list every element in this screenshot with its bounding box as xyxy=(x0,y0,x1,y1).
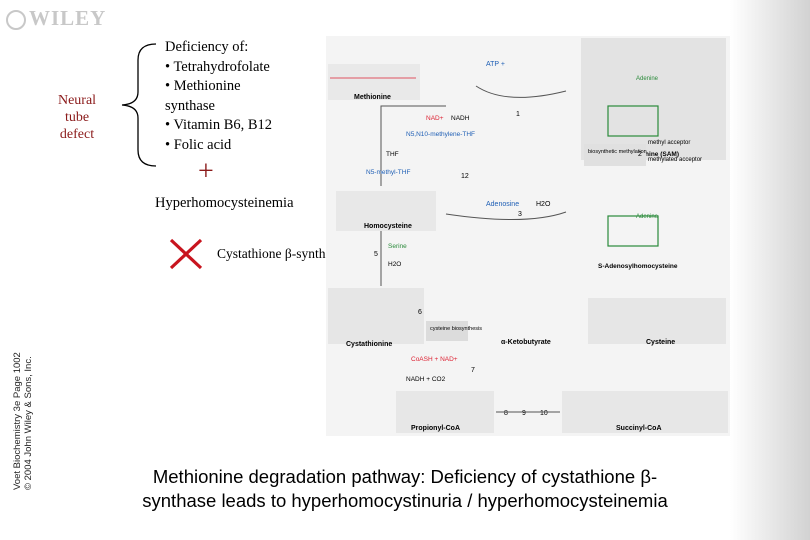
step-12: 12 xyxy=(461,173,469,180)
cysteine-bio-label: cysteine biosynthesis xyxy=(430,326,482,332)
tube-line: tube xyxy=(64,110,90,125)
nadh-label: NADH xyxy=(451,115,470,122)
plus-sign: + xyxy=(198,156,214,187)
pathway-svg: Methionine ATP + 1 Adenine S-Adenosylmet… xyxy=(328,38,728,433)
neural-line: Neural xyxy=(57,93,97,108)
defect-line: defect xyxy=(59,127,95,142)
right-gradient xyxy=(730,0,810,540)
sidebar-line-2: © 2004 John Wiley & Sons, Inc. xyxy=(23,356,34,490)
sah-label: S-Adenosylhomocysteine xyxy=(598,263,678,270)
cysteine-label: Cysteine xyxy=(646,339,675,346)
methylene-thf-label: N5,N10-methylene-THF xyxy=(406,131,475,138)
sidebar-line-1: Voet Biochemistry 3e Page 1002 xyxy=(12,352,23,490)
deficiency-list: Deficiency of: • Tetrahydrofolate • Meth… xyxy=(165,38,325,155)
deficiency-item: • Folic acid xyxy=(165,136,232,153)
water-label: H2O xyxy=(536,201,551,208)
serine-label: Serine xyxy=(388,243,407,250)
h2o-label: H2O xyxy=(388,261,401,268)
caption: Methionine degradation pathway: Deficien… xyxy=(60,465,750,513)
nadh-co2-label: NADH + CO2 xyxy=(406,376,446,383)
ketobutyrate-label: α-Ketobutyrate xyxy=(501,339,551,346)
wiley-logo-icon xyxy=(6,10,26,31)
deficiency-item: • Methionine xyxy=(165,78,241,94)
deficiency-heading: Deficiency of: xyxy=(165,39,249,55)
step-2: 2 xyxy=(638,151,642,158)
step-3: 3 xyxy=(518,211,522,218)
logo-text: WILEY xyxy=(29,6,107,30)
cross-icon xyxy=(169,238,203,270)
caption-line-1: Methionine degradation pathway: Deficien… xyxy=(152,466,658,487)
deficiency-item: synthase xyxy=(165,97,215,114)
step-8: 8 xyxy=(504,410,508,417)
adenine-bottom-label: Adenine xyxy=(636,214,659,220)
deficiency-item: • Vitamin B6, B12 xyxy=(165,117,273,133)
biosynthetic-label: biosynthetic methylation xyxy=(588,149,647,155)
step-10: 10 xyxy=(540,410,548,417)
atp-label: ATP + xyxy=(486,61,505,68)
methyl-acceptor-label: methyl acceptor xyxy=(648,140,690,146)
homocysteine-label: Homocysteine xyxy=(364,223,412,230)
coash-label: CoASH + NAD+ xyxy=(411,356,458,363)
pathway-diagram: Methionine ATP + 1 Adenine S-Adenosylmet… xyxy=(326,36,730,436)
curly-brace xyxy=(121,43,157,167)
caption-line-2: synthase leads to hyperhomocystinuria / … xyxy=(142,490,668,511)
adenine-top-label: Adenine xyxy=(636,76,659,82)
methyl-thf-label: N5-methyl-THF xyxy=(366,169,410,176)
adenosine-label: Adenosine xyxy=(486,201,519,208)
step-1: 1 xyxy=(516,111,520,118)
nad-label: NAD+ xyxy=(426,115,444,122)
methylated-acceptor-label: methylated acceptor xyxy=(648,157,702,163)
step-5: 5 xyxy=(374,251,378,258)
step-9: 9 xyxy=(522,410,526,417)
step-6: 6 xyxy=(418,309,422,316)
wiley-logo: WILEY xyxy=(6,6,106,31)
hyperhomocysteinemia-label: Hyperhomocysteinemia xyxy=(155,195,294,211)
cbs-label: Cystathione β-synthase xyxy=(217,246,343,261)
methionine-label: Methionine xyxy=(354,94,391,101)
succinyl-label: Succinyl-CoA xyxy=(616,425,662,432)
step-7: 7 xyxy=(471,367,475,374)
sidebar-credit: Voet Biochemistry 3e Page 1002 © 2004 Jo… xyxy=(12,352,34,490)
propionyl-label: Propionyl-CoA xyxy=(411,425,460,432)
thf-label: THF xyxy=(386,151,399,158)
cystathionine-label: Cystathionine xyxy=(346,341,392,348)
neural-tube-label: Neural tube defect xyxy=(50,92,104,143)
deficiency-item: • Tetrahydrofolate xyxy=(165,58,270,75)
